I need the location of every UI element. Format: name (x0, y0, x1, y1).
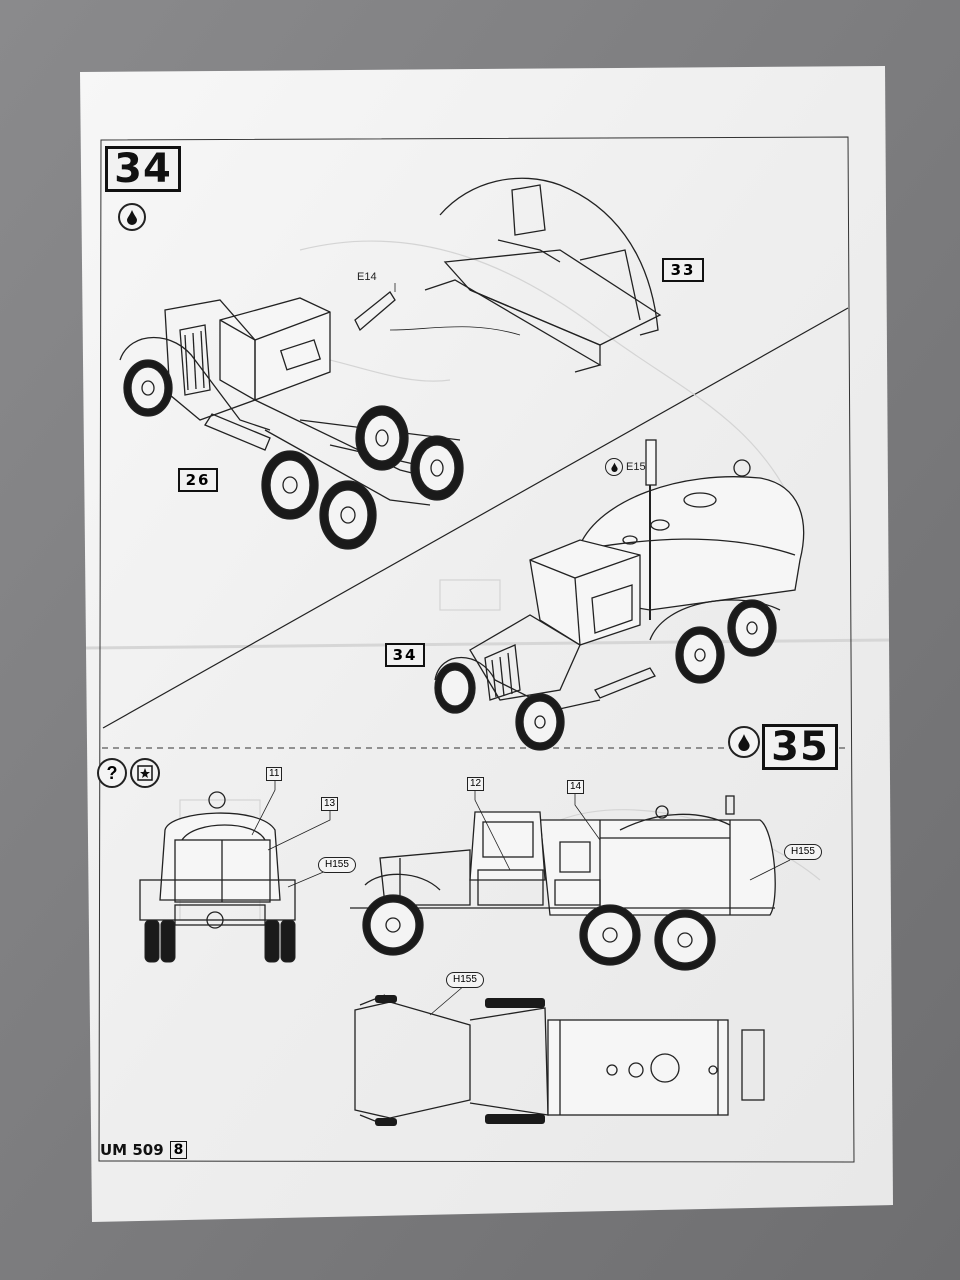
glue-drop-icon (605, 458, 623, 476)
part-e15-group: E15 (605, 458, 646, 476)
footer: UM 509 8 (100, 1141, 188, 1159)
chassis-with-cab-drawing (119, 297, 461, 506)
assembled-tanker-wheels (434, 599, 777, 751)
page-frame (98, 136, 855, 1163)
question-mark-glyph: ? (106, 762, 118, 783)
part-callout-13: 13 (321, 797, 339, 811)
page-number-box: 8 (169, 1141, 188, 1159)
top-view-wheels (375, 995, 545, 1126)
step-35-number: 35 (771, 724, 829, 770)
paint-callout-h155-top: H155 (446, 972, 484, 988)
step-divider-diagonal (102, 307, 849, 729)
assembled-tanker-drawing (434, 439, 805, 711)
part-label-e15: E15 (626, 461, 646, 473)
tank-shell-drawing (354, 177, 662, 373)
rear-view-wheels (144, 919, 296, 963)
decal-star-icon (130, 758, 160, 788)
reference-step-26-label: 26 (185, 471, 211, 489)
question-mark-icon: ? (97, 758, 127, 788)
side-view-drawing (350, 795, 776, 916)
glue-drop-icon (118, 203, 146, 231)
glue-drop-icon (728, 726, 760, 758)
reference-step-26: 26 (178, 468, 218, 492)
part-callout-14: 14 (567, 780, 585, 794)
reference-step-33-label: 33 (670, 261, 696, 279)
part-label-e14: E14 (357, 271, 377, 283)
reference-step-33: 33 (662, 258, 704, 282)
paint-callout-h155-side: H155 (784, 844, 822, 860)
reference-step-34-label: 34 (392, 646, 418, 664)
step-34-number: 34 (114, 146, 172, 192)
part-callout-11: 11 (266, 767, 283, 781)
chassis-wheels (123, 359, 464, 550)
step-34-number-box: 34 (105, 146, 181, 192)
side-view-wheels (362, 894, 716, 971)
step-35-number-box: 35 (762, 724, 838, 770)
reference-step-34: 34 (385, 643, 425, 667)
paint-callout-h155-rear: H155 (318, 857, 356, 873)
product-code: UM 509 (100, 1141, 164, 1159)
top-view-drawing (354, 994, 765, 1126)
part-callout-12: 12 (467, 777, 485, 791)
page-number: 8 (173, 1142, 184, 1158)
rear-view-drawing (139, 791, 296, 929)
